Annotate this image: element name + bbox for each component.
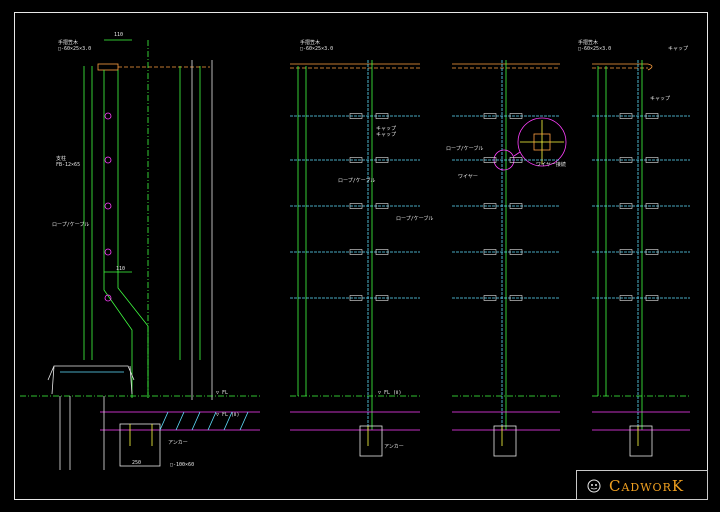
turnbuckle: [349, 157, 363, 163]
turnbuckle: [619, 203, 633, 209]
v3-detail-cross: [520, 120, 564, 164]
v2-cap1-label: キャップ: [376, 126, 397, 132]
v1-hatch: [159, 411, 249, 431]
v4-cap-label: キャップ: [650, 96, 671, 102]
turnbuckle: [645, 203, 659, 209]
v3-detail1-label: ロープ/ケーブル: [446, 146, 484, 152]
v1-rope-hole: [104, 248, 112, 256]
v3-detail-leader: [513, 151, 521, 157]
v3-anchor-box: [493, 425, 517, 457]
v1-rope-hole: [104, 156, 112, 164]
v1-top-dim: 110: [114, 32, 124, 38]
v1-mid-dim: 110: [116, 266, 126, 272]
v2-anchor-box: [359, 425, 383, 457]
turnbuckle: [483, 203, 497, 209]
v4-end-label: キャップ: [668, 46, 689, 52]
v1-anchor-label: アンカー: [168, 440, 188, 446]
v2-fl-label: ▽ FL (Ⅱ): [378, 390, 402, 396]
turnbuckle: [645, 249, 659, 255]
v2-handrail-label: 手摺笠木: [300, 40, 321, 46]
static-linework: [20, 39, 690, 470]
v1-anchor-box: [119, 423, 161, 467]
turnbuckle: [375, 249, 389, 255]
turnbuckle: [509, 295, 523, 301]
turnbuckle: [349, 113, 363, 119]
view-4: [592, 60, 690, 457]
turnbuckle: [509, 203, 523, 209]
turnbuckle: [619, 249, 633, 255]
v1-bottom-dim: 250: [132, 460, 142, 466]
turnbuckle: [619, 295, 633, 301]
v4-cap-curve: [647, 63, 653, 71]
cadwork-logo: CadworK: [576, 470, 708, 500]
cadwork-logo-icon: [587, 479, 601, 493]
turnbuckle: [483, 295, 497, 301]
v4-anchor-box: [629, 425, 653, 457]
v3-detail2-label: ワイヤー: [458, 174, 478, 180]
turnbuckle: [509, 249, 523, 255]
turnbuckle: [619, 157, 633, 163]
v2-rope2-label: ロープ/ケーブル: [396, 216, 434, 222]
rope-rows: [290, 113, 690, 301]
v1-base-label: □-100×60: [170, 462, 195, 468]
v2-cap2-label: キャップ: [376, 132, 397, 138]
v1-handrail-spec: □-60×25×3.0: [58, 46, 92, 52]
view-2: [290, 60, 420, 457]
view-3: [452, 60, 567, 457]
turnbuckle: [375, 113, 389, 119]
turnbuckle: [349, 295, 363, 301]
v1-rope-label: ロープ/ケーブル: [52, 222, 90, 228]
view-1: [20, 39, 260, 470]
turnbuckle: [645, 295, 659, 301]
turnbuckle: [645, 113, 659, 119]
v1-handrail-cap: [97, 63, 119, 71]
turnbuckle: [375, 157, 389, 163]
turnbuckle: [375, 203, 389, 209]
v1-fl2-label: ▽ FL (Ⅱ): [216, 412, 240, 418]
v3-detail-block: [533, 133, 551, 151]
v2-rope1-label: ロープ/ケーブル: [338, 178, 376, 184]
turnbuckle: [375, 295, 389, 301]
v1-fl1-label: ▽ FL: [216, 390, 229, 396]
turnbuckle: [509, 113, 523, 119]
turnbuckle: [483, 157, 497, 163]
v3-detail-bubble: [517, 117, 567, 167]
v4-handrail-label: 手摺笠木: [578, 40, 599, 46]
v1-rope-hole: [104, 294, 112, 302]
turnbuckle: [619, 113, 633, 119]
v2-anchor-label: アンカー: [384, 444, 404, 450]
v1-rope-hole: [104, 202, 112, 210]
turnbuckle: [483, 249, 497, 255]
v2-handrail-spec: □-60×25×3.0: [300, 46, 334, 52]
v1-handrail-label: 手摺笠木: [58, 40, 79, 46]
v1-post-outline: [103, 70, 149, 398]
turnbuckle: [349, 249, 363, 255]
turnbuckle: [483, 113, 497, 119]
cadwork-logo-text: CadworK: [609, 477, 685, 495]
turnbuckle: [509, 157, 523, 163]
v4-handrail-spec: □-60×25×3.0: [578, 46, 612, 52]
v1-post-label: 支柱: [56, 156, 67, 162]
v1-post-spec: FB-12×65: [56, 162, 81, 168]
v1-canopy: [47, 365, 135, 395]
v3-detail3-label: ワイヤー接続: [536, 162, 566, 168]
v1-rope-hole: [104, 112, 112, 120]
turnbuckle: [349, 203, 363, 209]
v1-wall: [59, 396, 105, 470]
turnbuckle: [645, 157, 659, 163]
drawing-frame: [14, 12, 708, 500]
